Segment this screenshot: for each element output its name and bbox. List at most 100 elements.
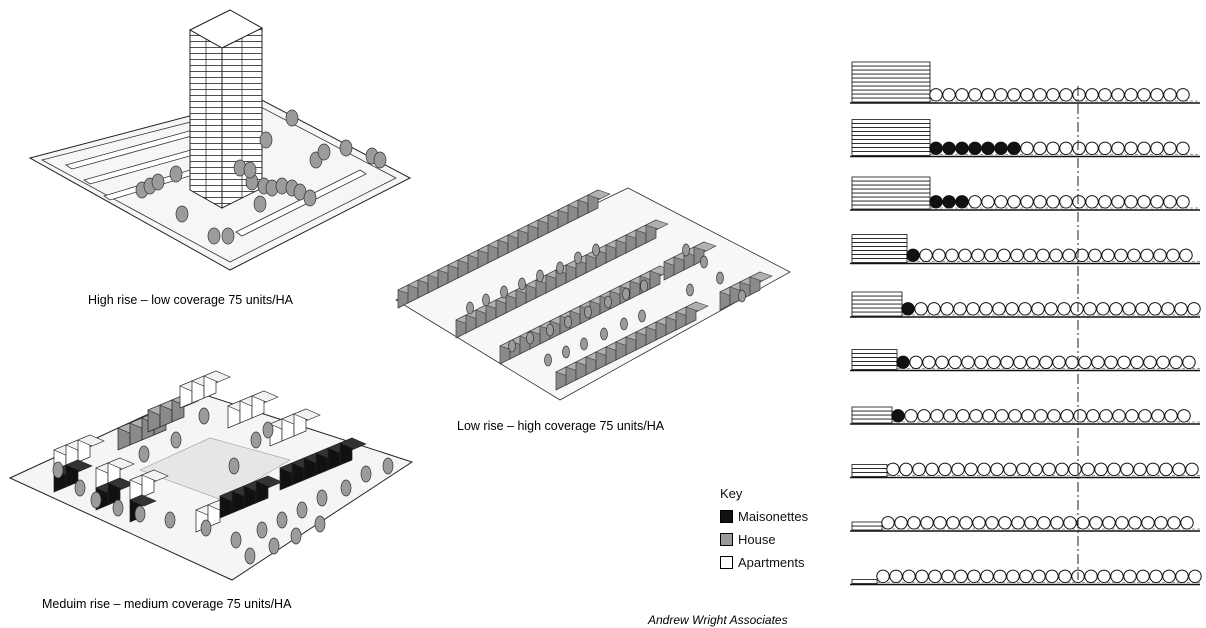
house-unit [1129, 517, 1141, 529]
house-unit [1164, 196, 1176, 208]
house-unit [1086, 89, 1098, 101]
apartment-floor [852, 354, 897, 358]
house-unit [1032, 303, 1044, 315]
house-unit [1021, 196, 1033, 208]
house-unit [960, 517, 972, 529]
apartment-floor [852, 473, 887, 477]
house-unit [1102, 249, 1114, 261]
section-panel [850, 120, 1200, 157]
house-unit [1037, 249, 1049, 261]
tree-icon [152, 174, 164, 190]
house-unit [1004, 463, 1016, 475]
house-unit [1060, 196, 1072, 208]
tree-icon [601, 328, 608, 340]
apartment-floor [852, 526, 882, 530]
house-unit [975, 356, 987, 368]
tree-icon [139, 446, 149, 462]
house-unit [930, 89, 942, 101]
house-unit [1136, 303, 1148, 315]
house-unit [1008, 196, 1020, 208]
house-unit [923, 356, 935, 368]
section-panel [850, 463, 1200, 477]
apartment-floor [852, 243, 907, 247]
legend-label: Apartments [738, 555, 804, 570]
house-unit [1142, 517, 1154, 529]
house-unit [1085, 570, 1097, 582]
house-unit [969, 89, 981, 101]
legend: Key Maisonettes House Apartments [720, 486, 808, 574]
house-unit [982, 89, 994, 101]
tree-icon [483, 294, 490, 306]
house-unit [931, 410, 943, 422]
house-unit [1125, 142, 1137, 154]
house-unit [1112, 196, 1124, 208]
medium-rise-illustration [10, 371, 412, 580]
house-unit [1151, 142, 1163, 154]
tree-icon [257, 522, 267, 538]
section-panel [850, 235, 1200, 264]
section-panel [850, 350, 1200, 371]
tree-icon [222, 228, 234, 244]
house-unit [900, 463, 912, 475]
apartments-swatch [720, 556, 733, 569]
house-unit [1047, 142, 1059, 154]
tree-icon [254, 196, 266, 212]
apartment-floor [852, 304, 902, 308]
house-unit [983, 410, 995, 422]
house-unit [1163, 570, 1175, 582]
house-unit [1123, 303, 1135, 315]
house-unit [1047, 89, 1059, 101]
tree-icon [291, 528, 301, 544]
legend-item-apartments: Apartments [720, 551, 808, 574]
tree-icon [374, 152, 386, 168]
tree-icon [509, 340, 516, 352]
tree-icon [113, 500, 123, 516]
house-unit [991, 463, 1003, 475]
medium-rise-caption: Meduim rise – medium coverage 75 units/H… [42, 597, 292, 611]
apartment-floor [852, 177, 930, 181]
house-unit [890, 570, 902, 582]
tree-icon [341, 480, 351, 496]
house-unit [1021, 142, 1033, 154]
house-unit [1021, 89, 1033, 101]
house-unit [1134, 463, 1146, 475]
apartment-floor [852, 136, 930, 140]
house-unit [1113, 410, 1125, 422]
maisonette-unit [892, 410, 904, 422]
maisonette-unit [943, 142, 955, 154]
apartment-floor [852, 62, 930, 66]
house-unit [967, 303, 979, 315]
apartment-floor [852, 251, 907, 255]
tree-icon [519, 278, 526, 290]
tree-icon [547, 324, 554, 336]
apartment-floor [852, 205, 930, 209]
house-unit [1095, 463, 1107, 475]
house-unit [1170, 356, 1182, 368]
house-unit [877, 570, 889, 582]
apartment-floor [852, 86, 930, 90]
house-unit [980, 303, 992, 315]
house-unit [929, 570, 941, 582]
house-unit [1099, 196, 1111, 208]
tree-icon [683, 244, 690, 256]
maisonettes-swatch [720, 510, 733, 523]
tree-icon [545, 354, 552, 366]
tree-icon [297, 502, 307, 518]
house-unit [1125, 89, 1137, 101]
tree-icon [527, 332, 534, 344]
house-unit [955, 570, 967, 582]
tree-icon [304, 190, 316, 206]
apartment-floor [852, 465, 887, 469]
house-unit [1183, 356, 1195, 368]
tree-icon [245, 548, 255, 564]
house-unit [1034, 142, 1046, 154]
house-unit [939, 463, 951, 475]
house-unit [1030, 463, 1042, 475]
house-unit [998, 249, 1010, 261]
house-unit [1178, 410, 1190, 422]
section-series [850, 62, 1201, 585]
high-rise-illustration [30, 10, 410, 270]
house-unit [1155, 517, 1167, 529]
house-unit [1188, 303, 1200, 315]
